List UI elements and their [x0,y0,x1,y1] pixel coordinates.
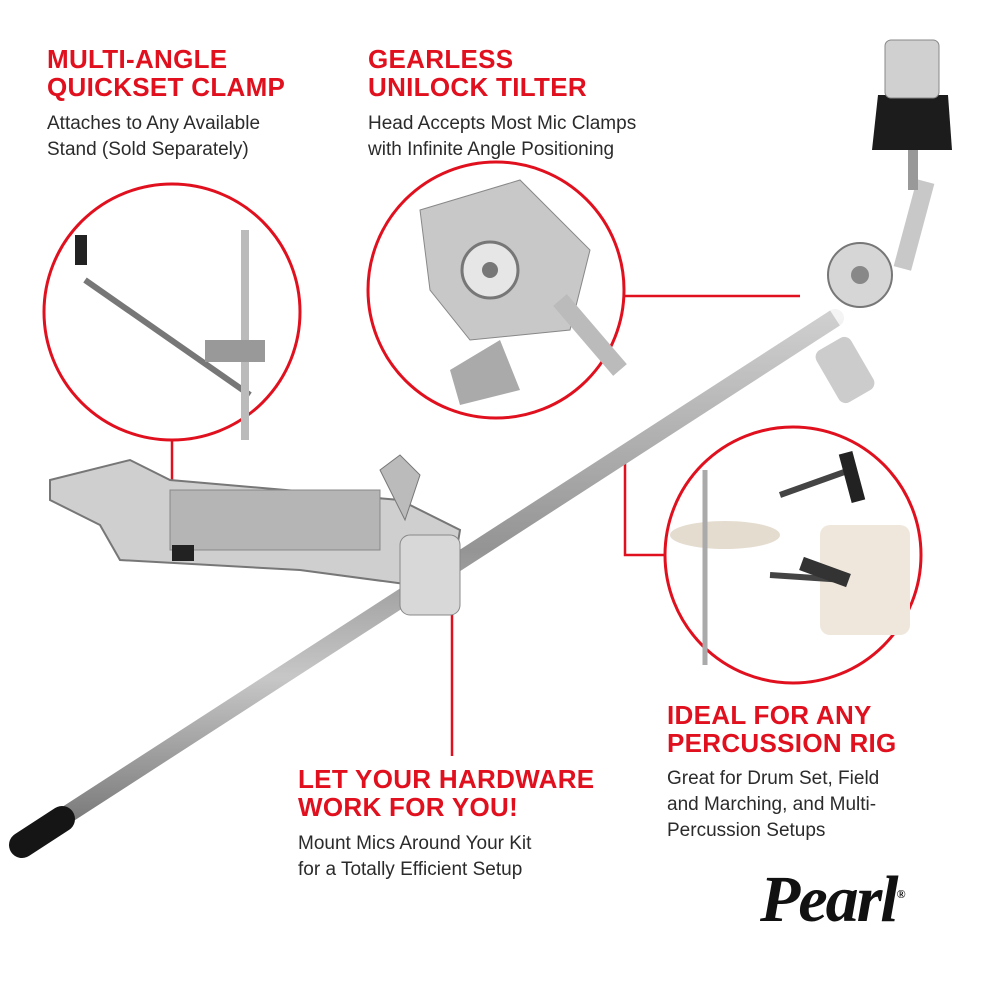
heading-line: WORK FOR YOU! [298,792,519,822]
registered-mark: ® [896,887,906,901]
feature-heading-tilter: GEARLESS UNILOCK TILTER [368,45,587,101]
heading-line: PERCUSSION RIG [667,728,897,758]
pearl-logo: Pearl® [760,862,906,938]
heading-line: UNILOCK TILTER [368,72,587,102]
callout-line-rig [623,452,666,557]
tilter-head [815,39,952,404]
feature-desc-rig: Great for Drum Set, Field and Marching, … [667,766,879,844]
feature-heading-hardware: LET YOUR HARDWARE WORK FOR YOU! [298,765,594,821]
heading-line: GEARLESS [368,44,514,74]
rig-detail-image [670,451,910,665]
rubber-tip [9,806,75,858]
feature-heading-clamp: MULTI-ANGLE QUICKSET CLAMP [47,45,285,101]
tilter-detail-image [419,179,627,405]
quickset-clamp [49,454,462,616]
heading-line: QUICKSET CLAMP [47,72,286,102]
heading-line: LET YOUR HARDWARE [298,764,595,794]
desc-line: Stand (Sold Separately) [47,139,249,160]
logo-text: Pearl [760,863,899,936]
heading-line: IDEAL FOR ANY [667,700,872,730]
feature-desc-hardware: Mount Mics Around Your Kit for a Totally… [298,831,531,883]
desc-line: and Marching, and Multi- [667,794,877,815]
desc-line: Great for Drum Set, Field [667,768,880,789]
heading-line: MULTI-ANGLE [47,44,228,74]
clamp-detail-image [75,230,265,440]
feature-desc-clamp: Attaches to Any Available Stand (Sold Se… [47,111,260,163]
desc-line: with Infinite Angle Positioning [368,139,615,160]
feature-heading-rig: IDEAL FOR ANY PERCUSSION RIG [667,701,897,757]
desc-line: Percussion Setups [667,820,826,841]
desc-line: Mount Mics Around Your Kit [298,833,532,854]
desc-line: Attaches to Any Available [47,113,261,134]
feature-desc-tilter: Head Accepts Most Mic Clamps with Infini… [368,111,636,163]
desc-line: Head Accepts Most Mic Clamps [368,113,637,134]
desc-line: for a Totally Efficient Setup [298,859,523,880]
detail-circle-clamp [42,182,302,442]
